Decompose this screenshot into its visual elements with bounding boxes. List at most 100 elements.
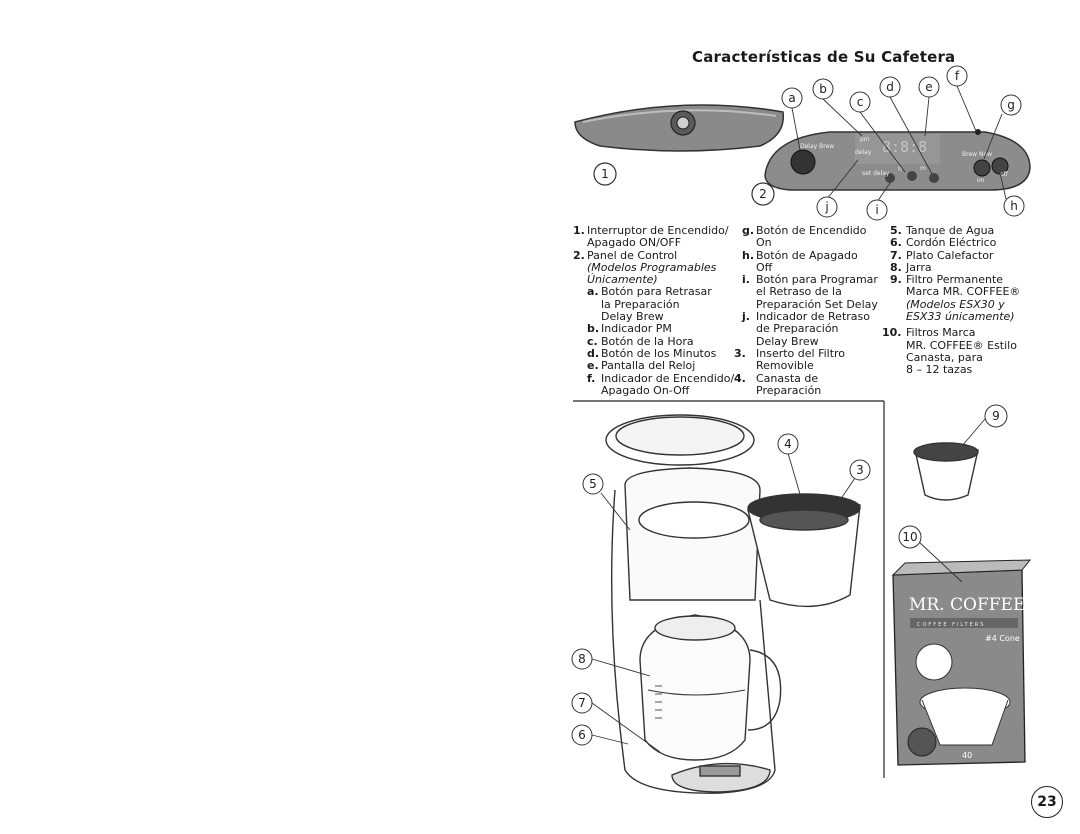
legend-text: Botón de Apagado	[756, 248, 858, 262]
legend-text: Interruptor de Encendido/	[587, 224, 729, 237]
legend-item: 8. Jarra	[890, 260, 1050, 274]
filter-box-brand: MR. COFFEE	[909, 595, 1025, 615]
legend-text: i.	[742, 273, 750, 287]
panel-on-label: on	[977, 177, 985, 184]
callout-a: a	[788, 91, 795, 105]
filter-box-cone: #4 Cone	[985, 634, 1020, 643]
callout-6: 6	[578, 728, 586, 742]
panel-off-label: off	[1000, 171, 1009, 178]
brew-basket-illustration	[747, 493, 861, 608]
callout-4: 4	[784, 437, 792, 451]
legend-text: Filtro Permanente	[906, 273, 1004, 287]
panel-set-delay-label: set delay	[862, 170, 890, 177]
legend-text: e.	[587, 359, 599, 373]
legend-text: Indicador PM	[601, 322, 672, 336]
callout-d: d	[886, 80, 894, 94]
legend-text: 4.	[734, 371, 746, 385]
legend-text: (Modelos Programables	[587, 260, 717, 274]
legend-text: Off	[756, 260, 773, 274]
legend-text: Preparación Set Delay	[756, 297, 878, 311]
legend-text: 5.	[890, 224, 902, 237]
permanent-filter-illustration	[913, 442, 979, 501]
legend-text: Marca MR. COFFEE®	[906, 285, 1021, 299]
on-off-switch-illustration	[574, 104, 785, 152]
legend-text: Únicamente)	[587, 273, 658, 287]
legend-text: 1.	[573, 224, 585, 237]
callout-i: i	[875, 203, 878, 217]
legend-text: Plato Calefactor	[906, 248, 994, 262]
callout-b: b	[819, 82, 827, 96]
legend-text: Botón de Encendido	[756, 224, 867, 237]
legend-text: Indicador de Encendido/	[601, 371, 735, 385]
filter-box-count: 40	[962, 751, 972, 760]
legend-text: Canasta, para	[906, 350, 983, 364]
legend-text: Delay Brew	[756, 334, 819, 348]
callout-3: 3	[856, 463, 864, 477]
legend-text: 8.	[890, 260, 902, 274]
legend-text: Removible	[756, 359, 814, 373]
legend-column-3: 5. Tanque de Agua 6. Cordón Eléctrico 7. Pl…	[882, 224, 1050, 377]
callout-8: 8	[578, 652, 586, 666]
legend-text: ESX33 únicamente)	[906, 310, 1015, 324]
panel-m-label: m	[920, 165, 926, 172]
page-number: 23	[1031, 786, 1063, 818]
legend-text: 8 – 12 tazas	[906, 363, 973, 377]
legend-text: 10.	[882, 326, 902, 340]
callout-e: e	[925, 80, 932, 94]
legend-item: 1. Interruptor de Encendido/Apagado ON/O…	[573, 224, 743, 250]
legend-item: 5. Tanque de Agua	[890, 224, 1050, 237]
page-title: Características de Su Cafetera	[692, 48, 956, 66]
legend-text: f.	[587, 371, 596, 385]
legend-text: de Preparación	[756, 322, 839, 336]
legend-text: MR. COFFEE® Estilo	[906, 338, 1017, 352]
callout-9: 9	[992, 409, 1000, 423]
legend-text: el Retraso de la	[756, 285, 842, 299]
legend-text: Delay Brew	[601, 310, 664, 324]
legend-text: Botón de los Minutos	[601, 346, 717, 360]
panel-brew-now-label: Brew Now	[962, 151, 992, 158]
legend-text: 7.	[890, 248, 902, 262]
callout-5: 5	[589, 477, 597, 491]
legend-text: 3.	[734, 346, 746, 360]
legend-text: Botón para Retrasar	[601, 285, 712, 299]
legend-text: j.	[742, 310, 750, 324]
legend-text: 2.	[573, 248, 585, 262]
legend-item: 7. Plato Calefactor	[890, 248, 1050, 262]
legend-text: Filtros Marca	[906, 326, 976, 340]
panel-pm-label: pm	[860, 136, 870, 143]
callout-h: h	[1010, 199, 1018, 213]
legend-text: On	[756, 236, 772, 250]
callout-1: 1	[601, 167, 609, 181]
panel-delay-brew-label: Delay Brew	[800, 143, 834, 150]
legend-item: 2. Panel de Control (Modelos Programable…	[573, 248, 743, 287]
legend-text: Indicador de Retraso	[756, 310, 870, 324]
legend-text: b.	[587, 322, 600, 336]
legend-text: 6.	[890, 236, 902, 250]
legend-text: Tanque de Agua	[906, 224, 995, 237]
legend-text: Jarra	[906, 260, 932, 274]
legend-item: f. Indicador de Encendido/Apagado On-Off	[573, 371, 743, 398]
legend-text: (Modelos ESX30 y	[906, 297, 1005, 311]
panel-h-label: h	[898, 166, 902, 173]
legend-text: Panel de Control	[587, 248, 678, 262]
legend-text: Canasta de	[756, 371, 819, 385]
coffeemaker-body	[605, 414, 782, 794]
legend-text: Botón para Programar	[756, 273, 878, 287]
legend-text: 9.	[890, 273, 902, 287]
control-panel-illustration: 8:8:8 Delay Brew pm delay set delay h m …	[764, 129, 1031, 191]
callout-10: 10	[902, 530, 917, 544]
callout-c: c	[857, 95, 864, 109]
panel-delay-label: delay	[855, 149, 872, 156]
legend-text: Cordón Eléctrico	[906, 236, 997, 250]
filter-box-subtitle: COFFEE FILTERS	[917, 622, 985, 628]
legend-text: c.	[587, 334, 598, 348]
legend-text: d.	[587, 346, 600, 360]
